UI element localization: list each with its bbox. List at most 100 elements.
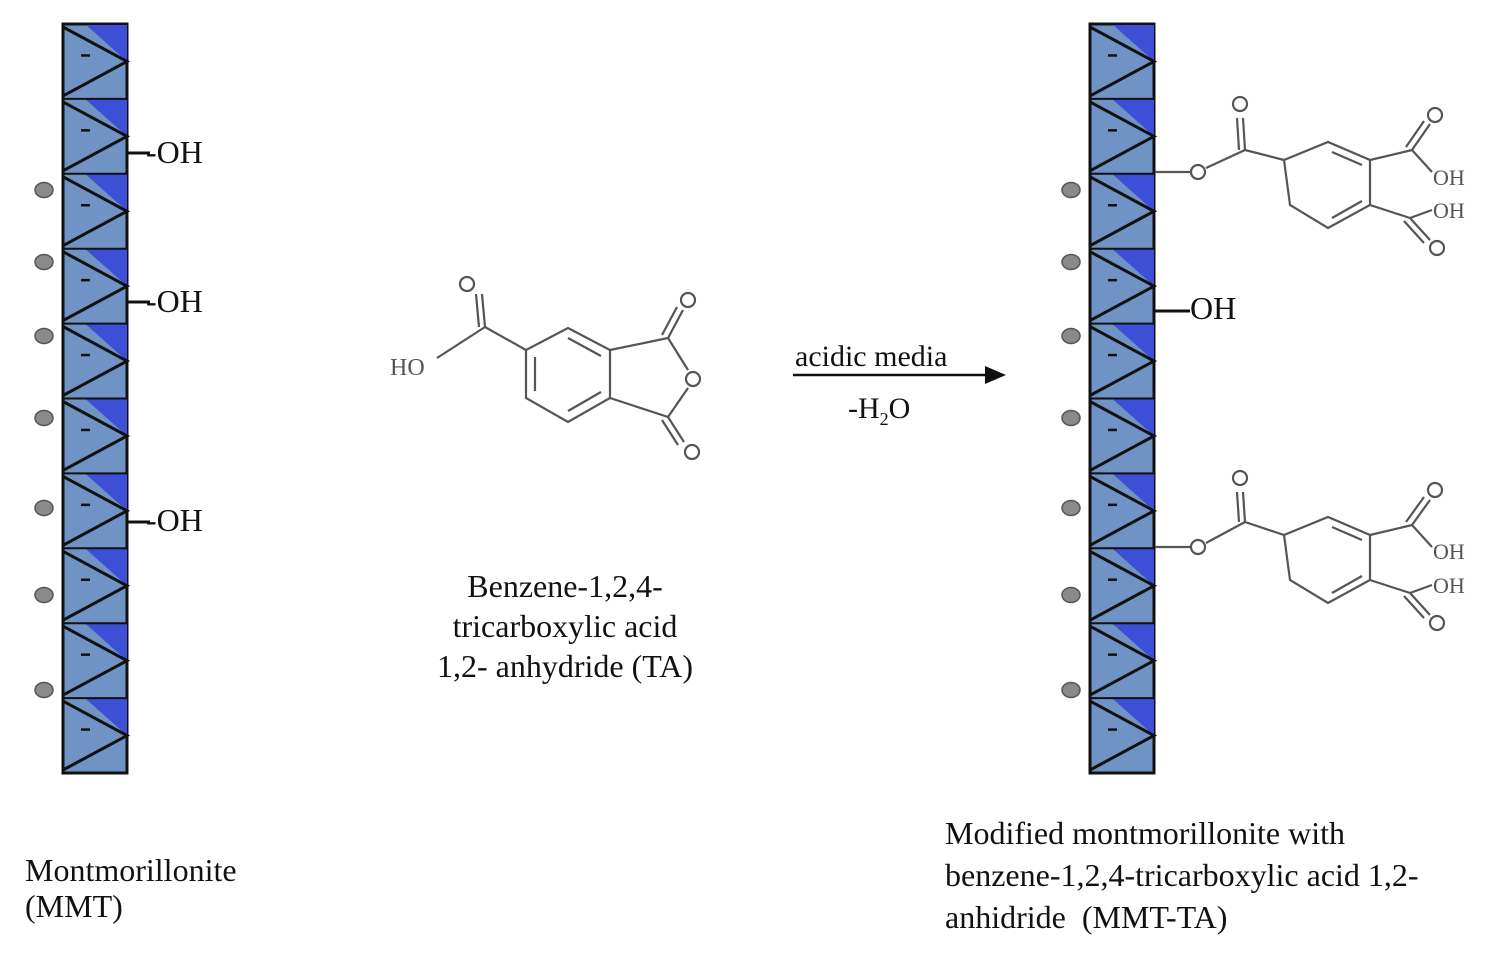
tetrahedral-edge <box>1089 100 1158 173</box>
ester-oxygen <box>1189 163 1207 181</box>
reaction-arrow <box>793 366 1006 384</box>
grafted-ta-upper <box>1155 95 1446 257</box>
octahedral-sheet <box>1112 398 1154 436</box>
octahedral-sheet <box>85 24 127 62</box>
tetrahedral-edge <box>62 25 131 98</box>
cation-dot <box>34 586 54 604</box>
mmt-ta-caption-line-1: Modified montmorillonite with <box>945 815 1345 851</box>
octahedral-sheet <box>1112 473 1154 511</box>
ta-carboxyl-co-1 <box>480 293 487 328</box>
tetrahedral-edge <box>1089 25 1158 98</box>
tetrahedral-edge <box>62 175 131 248</box>
grafted-ta-lower <box>1155 469 1446 632</box>
tetrahedral-edge <box>62 100 131 173</box>
mmt-oh-label-1: -OH <box>146 134 203 170</box>
tetrahedral-edge <box>62 624 131 697</box>
tetrahedral-edge <box>1089 699 1158 772</box>
ta-caption-line-1: Benzene-1,2,4- <box>467 568 663 604</box>
cation-dot <box>34 327 54 345</box>
lower-oh-label-2: OH <box>1433 573 1465 598</box>
mmt-ta-clay-layer <box>1088 22 1158 775</box>
tetrahedral-edge <box>62 250 131 322</box>
ta-molecule <box>436 275 702 461</box>
tetrahedral-edge <box>1089 475 1158 547</box>
ta-anhydride-bond-4 <box>667 387 689 418</box>
octahedral-sheet <box>85 248 127 287</box>
cation-dot <box>34 499 54 517</box>
octahedral-sheet <box>1112 248 1154 287</box>
cation-dot <box>1061 586 1081 604</box>
octahedral-sheet <box>85 398 127 436</box>
carbonyl-oxygen <box>1231 95 1249 113</box>
carbonyl-oxygen <box>1231 469 1249 487</box>
tetrahedral-edge <box>62 325 131 397</box>
octahedral-sheet <box>85 173 127 212</box>
condition-bottom-prefix: -H <box>848 392 880 425</box>
octahedral-sheet <box>85 323 127 362</box>
octahedral-sheet <box>1112 698 1154 736</box>
octahedral-sheet <box>1112 173 1154 212</box>
cation-dot <box>1061 327 1081 345</box>
tetrahedral-edge <box>1089 250 1158 322</box>
mmt-clay-layer <box>61 22 131 775</box>
mmt-oh-label-3: -OH <box>146 502 203 538</box>
reaction-condition-bottom: -H2O <box>848 392 910 430</box>
cation-dot <box>34 181 54 199</box>
ta-carbonyl-2a <box>667 416 685 443</box>
upper-oh-label-2: OH <box>1433 198 1465 223</box>
arrow-head <box>985 366 1006 384</box>
octahedral-sheet <box>85 473 127 511</box>
mmt-oh-label-2: -OH <box>146 283 203 319</box>
tetrahedral-edge <box>62 400 131 472</box>
octahedral-sheet <box>85 698 127 736</box>
octahedral-sheet <box>1112 548 1154 586</box>
ta-caption: Benzene-1,2,4- tricarboxylic acid 1,2- a… <box>410 566 720 686</box>
cyclohexadiene-ring <box>1282 140 1372 230</box>
octahedral-sheet <box>85 548 127 586</box>
mmt-hydroxyl-groups <box>127 151 150 524</box>
lower-oh-label-1: OH <box>1433 539 1465 564</box>
cation-dot <box>1061 681 1081 699</box>
ta-carboxyl-bond <box>484 326 527 351</box>
ta-caption-line-2: tricarboxylic acid <box>452 608 678 644</box>
mmt-ta-caption-line-2: benzene-1,2,4-tricarboxylic acid 1,2- <box>945 857 1419 893</box>
ester-oxygen <box>1189 538 1207 556</box>
ta-carboxyl-co-2 <box>474 293 481 328</box>
condition-bottom-subscript: 2 <box>879 409 889 429</box>
octahedral-sheet <box>1112 98 1154 137</box>
ta-ring-double-bond-2 <box>567 391 602 412</box>
ta-anhydride-bond-1 <box>609 336 669 352</box>
octahedral-sheet <box>1112 24 1154 62</box>
ta-carbonyl-1b <box>661 306 678 336</box>
tetrahedral-edge <box>1089 400 1158 472</box>
octahedral-sheet <box>85 623 127 661</box>
mmt-caption-line-2: (MMT) <box>25 888 123 924</box>
mmt-ta-caption-line-3: anhidride (MMT-TA) <box>945 899 1228 935</box>
cyclohexadiene-ring <box>1282 515 1372 605</box>
tetrahedral-edge <box>62 549 131 622</box>
cation-dot <box>1061 409 1081 427</box>
mmt-ta-oh-label: OH <box>1190 290 1237 326</box>
ta-anhydride-bond-3 <box>667 337 689 371</box>
mmt-caption-line-1: Montmorillonite <box>25 852 237 888</box>
tetrahedral-edge <box>1089 549 1158 622</box>
cation-dot <box>1061 499 1081 517</box>
ta-caption-line-3: 1,2- anhydride (TA) <box>436 648 693 684</box>
octahedral-sheet <box>85 98 127 137</box>
cation-dot <box>1061 253 1081 271</box>
ta-carbonyl-oxygen-2 <box>683 443 701 461</box>
ta-carbonyl-2b <box>661 419 679 446</box>
condition-bottom-suffix: O <box>888 392 911 425</box>
ta-benzene-ring <box>524 326 612 424</box>
ta-ring-double-bond-1 <box>567 337 602 357</box>
octahedral-sheet <box>1112 323 1154 362</box>
ta-hydroxyl-label: HO <box>390 355 425 381</box>
ta-carboxyl-oh <box>436 326 486 359</box>
mmt-ta-interlayer-cations <box>1061 181 1081 699</box>
ta-ring-oxygen <box>684 370 702 388</box>
tetrahedral-edge <box>1089 624 1158 697</box>
upper-oh-label-1: OH <box>1433 165 1465 190</box>
ta-carbonyl-oxygen-1 <box>679 291 697 309</box>
